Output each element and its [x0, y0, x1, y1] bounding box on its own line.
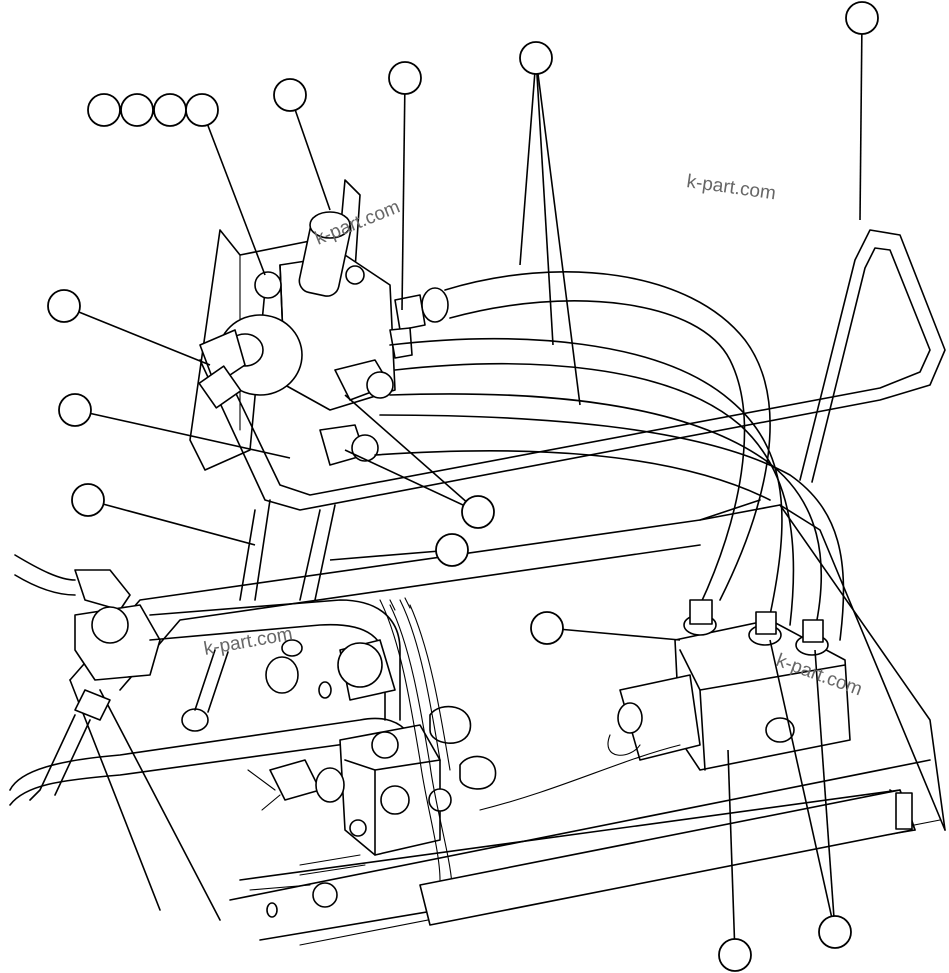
callout-circle [818, 915, 852, 949]
hose-bundle [374, 271, 845, 641]
callout-circles [47, 1, 879, 972]
tubular-frame [199, 229, 946, 601]
callout-circle [120, 93, 154, 127]
main-valve-block [198, 211, 449, 466]
watermark-text: k-part.com [685, 171, 777, 204]
callout-circle [273, 78, 307, 112]
callout-circle [153, 93, 187, 127]
lower-right-valve-block [479, 599, 851, 811]
lower-rail [419, 789, 913, 926]
callout-circle [388, 61, 422, 95]
callout-circle [530, 611, 564, 645]
callout-circle [87, 93, 121, 127]
callout-circle [185, 93, 219, 127]
callout-circle [519, 41, 553, 75]
watermark-text: k-part.com [202, 624, 294, 660]
callout-circle [71, 483, 105, 517]
callout-circle [435, 533, 469, 567]
callout-circle [47, 289, 81, 323]
callout-circle [461, 495, 495, 529]
callout-circle [845, 1, 879, 35]
center-manifold [247, 597, 497, 918]
callout-circle [58, 393, 92, 427]
lower-left-fittings [9, 554, 417, 811]
callout-circle [718, 938, 752, 972]
callout-leaders [63, 17, 863, 956]
